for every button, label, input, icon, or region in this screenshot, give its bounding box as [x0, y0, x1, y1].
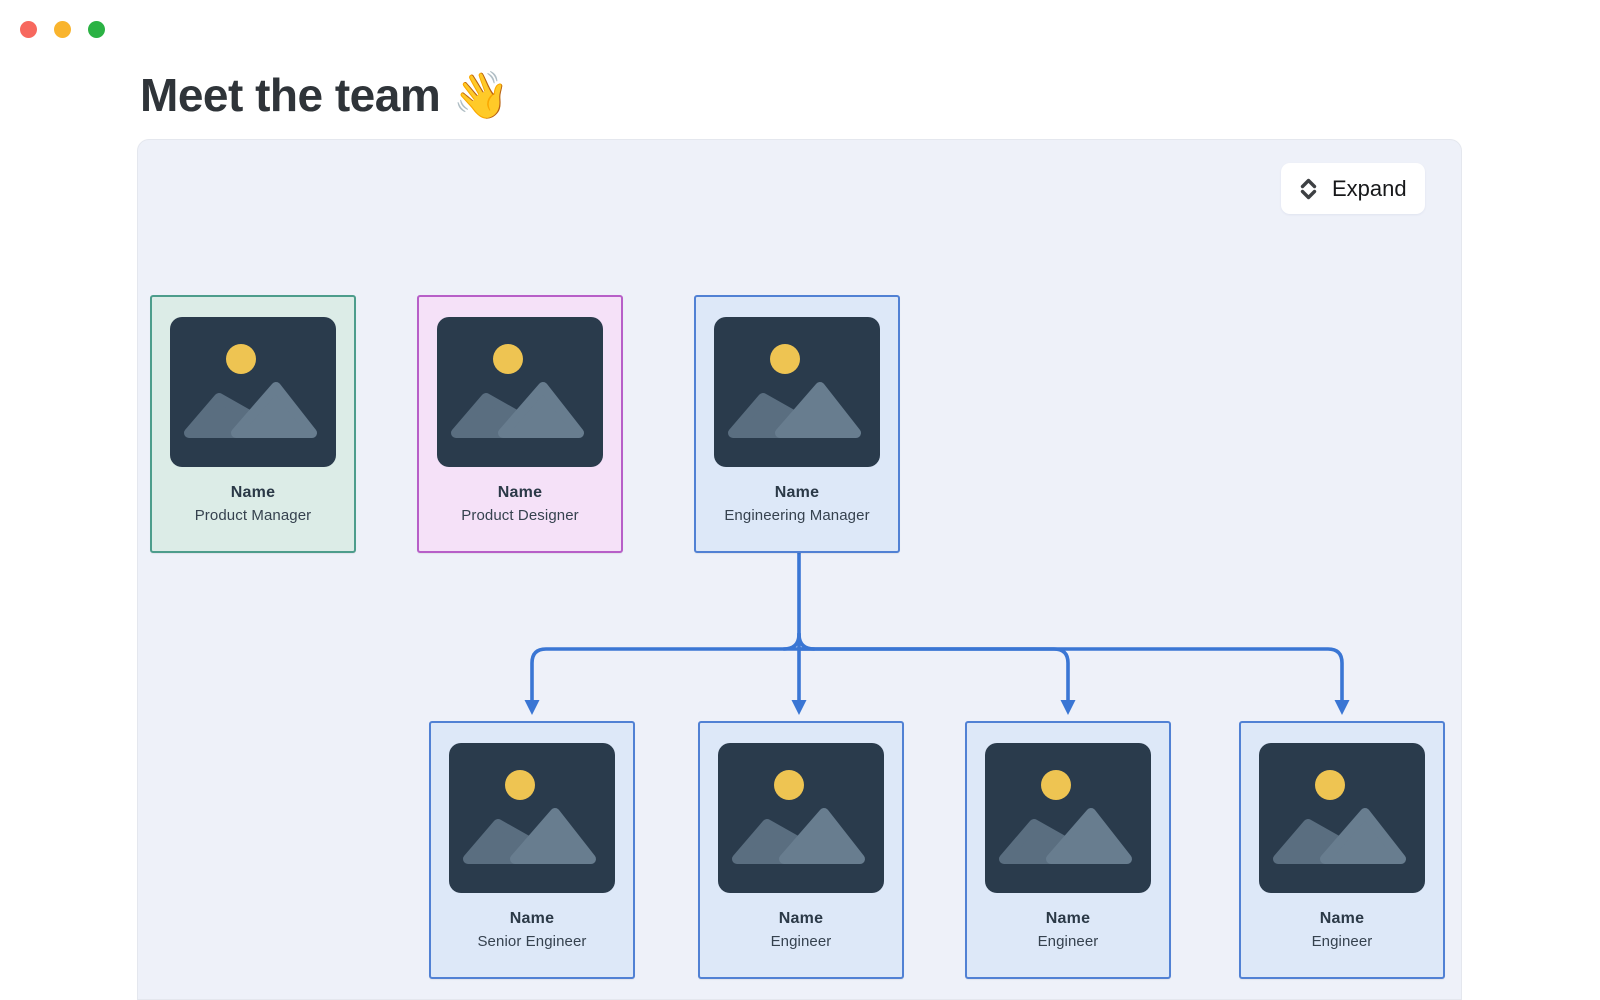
org-card-product-designer[interactable]: Name Product Designer [417, 295, 623, 553]
photo-placeholder [449, 743, 615, 893]
member-name: Name [1045, 910, 1091, 927]
photo-placeholder [170, 317, 336, 467]
close-button[interactable] [20, 21, 37, 38]
expand-button[interactable]: Expand [1281, 163, 1425, 214]
member-name: Name [230, 484, 276, 501]
member-name: Name [778, 910, 824, 927]
member-name: Name [1319, 910, 1365, 927]
member-name: Name [497, 484, 543, 501]
photo-placeholder [985, 743, 1151, 893]
member-name: Name [509, 910, 555, 927]
member-role: Engineer [1311, 933, 1373, 950]
member-role: Engineering Manager [724, 507, 870, 524]
expand-vertical-icon [1300, 178, 1317, 199]
photo-placeholder [718, 743, 884, 893]
org-card-senior-engineer[interactable]: Name Senior Engineer [429, 721, 635, 979]
org-card-engineer-1[interactable]: Name Engineer [698, 721, 904, 979]
member-role: Engineer [770, 933, 832, 950]
org-card-engineer-3[interactable]: Name Engineer [1239, 721, 1445, 979]
org-card-engineer-2[interactable]: Name Engineer [965, 721, 1171, 979]
member-name: Name [774, 484, 820, 501]
photo-placeholder [437, 317, 603, 467]
minimize-button[interactable] [54, 21, 71, 38]
window-controls [20, 21, 105, 38]
org-card-engineering-manager[interactable]: Name Engineering Manager [694, 295, 900, 553]
member-role: Product Manager [194, 507, 312, 524]
member-role: Engineer [1037, 933, 1099, 950]
page-title: Meet the team 👋 [140, 69, 510, 121]
photo-placeholder [714, 317, 880, 467]
zoom-button[interactable] [88, 21, 105, 38]
org-card-product-manager[interactable]: Name Product Manager [150, 295, 356, 553]
photo-placeholder [1259, 743, 1425, 893]
expand-button-label: Expand [1332, 175, 1407, 201]
member-role: Senior Engineer [477, 933, 587, 950]
member-role: Product Designer [461, 507, 579, 524]
